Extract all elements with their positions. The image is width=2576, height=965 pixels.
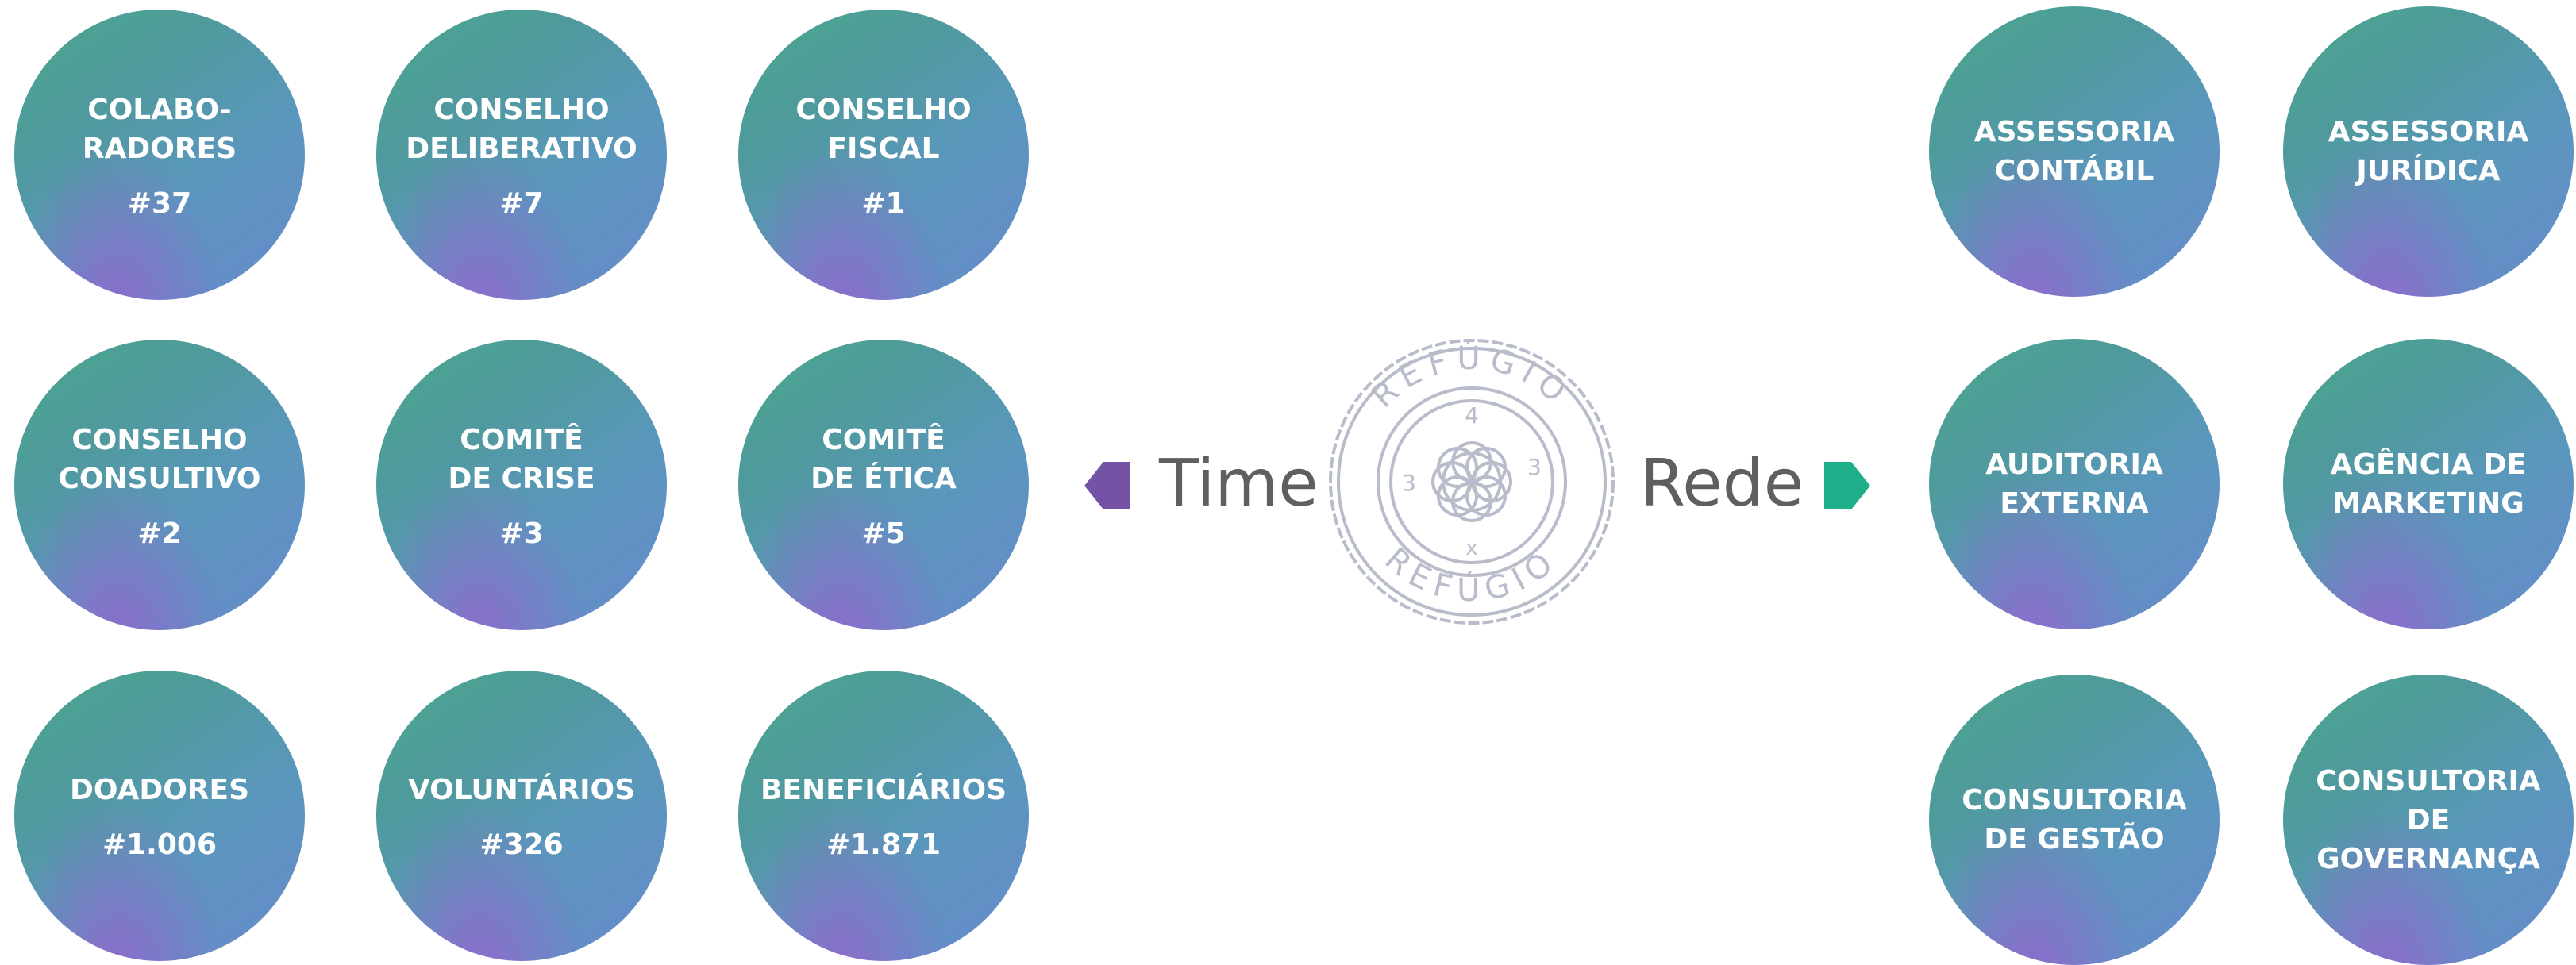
arrow-right-icon bbox=[1824, 462, 1870, 509]
network-heading: Rede bbox=[1640, 446, 1804, 521]
node-count: #7 bbox=[499, 186, 544, 220]
node-label: DOADORES bbox=[69, 774, 250, 806]
node-count: #1 bbox=[861, 186, 906, 220]
network-node-assessoria-contabil: ASSESSORIA CONTÁBIL bbox=[1929, 6, 2220, 297]
refugio-stamp-logo: REFÚGIO REFÚGIO 4 3 3 x bbox=[1329, 339, 1615, 625]
node-count: #1.006 bbox=[102, 829, 218, 861]
stamp-number-bottom: x bbox=[1465, 536, 1477, 560]
team-node-beneficiarios: BENEFICIÁRIOS #1.871 bbox=[738, 671, 1029, 961]
node-count: #3 bbox=[499, 517, 544, 550]
node-label: CONSELHO CONSULTIVO bbox=[58, 423, 261, 495]
node-label: BENEFICIÁRIOS bbox=[760, 774, 1007, 806]
stamp-number-left: 3 bbox=[1402, 470, 1416, 496]
team-node-conselho-deliberativo: CONSELHO DELIBERATIVO #7 bbox=[376, 10, 667, 300]
network-node-auditoria-externa: AUDITORIA EXTERNA bbox=[1929, 339, 2220, 629]
team-node-colaboradores: COLABO- RADORES #37 bbox=[14, 10, 305, 300]
stamp-number-right: 3 bbox=[1527, 454, 1542, 480]
node-label: COMITÊ DE CRISE bbox=[448, 423, 595, 495]
network-node-consultoria-de-gestao: CONSULTORIA DE GESTÃO bbox=[1929, 675, 2220, 965]
arrow-right-shape bbox=[1824, 462, 1870, 509]
node-count: #326 bbox=[479, 829, 564, 861]
team-heading: Time bbox=[1159, 446, 1319, 521]
node-label: CONSELHO FISCAL bbox=[795, 93, 972, 165]
node-count: #2 bbox=[137, 517, 182, 550]
team-node-voluntarios: VOLUNTÁRIOS #326 bbox=[376, 671, 667, 961]
stamp-number-top: 4 bbox=[1465, 402, 1479, 429]
arrow-left-icon bbox=[1084, 462, 1130, 509]
node-count: #1.871 bbox=[826, 829, 941, 861]
node-label: CONSULTORIA DE GESTÃO bbox=[1962, 784, 2187, 855]
team-node-comite-de-etica: COMITÊ DE ÉTICA #5 bbox=[738, 340, 1029, 630]
node-count: #5 bbox=[861, 517, 906, 550]
team-node-conselho-consultivo: CONSELHO CONSULTIVO #2 bbox=[14, 340, 305, 630]
node-label: CONSULTORIA DE GOVERNANÇA bbox=[2316, 764, 2541, 875]
node-label: AUDITORIA EXTERNA bbox=[1985, 448, 2163, 520]
node-label: COLABO- RADORES bbox=[82, 93, 237, 165]
team-node-conselho-fiscal: CONSELHO FISCAL #1 bbox=[738, 10, 1029, 300]
network-node-agencia-de-marketing: AGÊNCIA DE MARKETING bbox=[2283, 339, 2574, 629]
node-label: ASSESSORIA CONTÁBIL bbox=[1973, 116, 2175, 187]
node-label: CONSELHO DELIBERATIVO bbox=[406, 93, 637, 165]
node-label: AGÊNCIA DE MARKETING bbox=[2330, 448, 2527, 520]
node-count: #37 bbox=[127, 186, 192, 220]
arrow-left-shape bbox=[1084, 462, 1130, 509]
stamp-rings bbox=[1329, 339, 1615, 625]
node-label: COMITÊ DE ÉTICA bbox=[811, 423, 957, 495]
node-label: ASSESSORIA JURÍDICA bbox=[2328, 116, 2529, 187]
network-node-consultoria-de-governanca: CONSULTORIA DE GOVERNANÇA bbox=[2283, 675, 2574, 965]
node-label: VOLUNTÁRIOS bbox=[407, 774, 636, 806]
team-node-comite-de-crise: COMITÊ DE CRISE #3 bbox=[376, 340, 667, 630]
team-node-doadores: DOADORES #1.006 bbox=[14, 671, 305, 961]
network-node-assessoria-juridica: ASSESSORIA JURÍDICA bbox=[2283, 6, 2574, 297]
